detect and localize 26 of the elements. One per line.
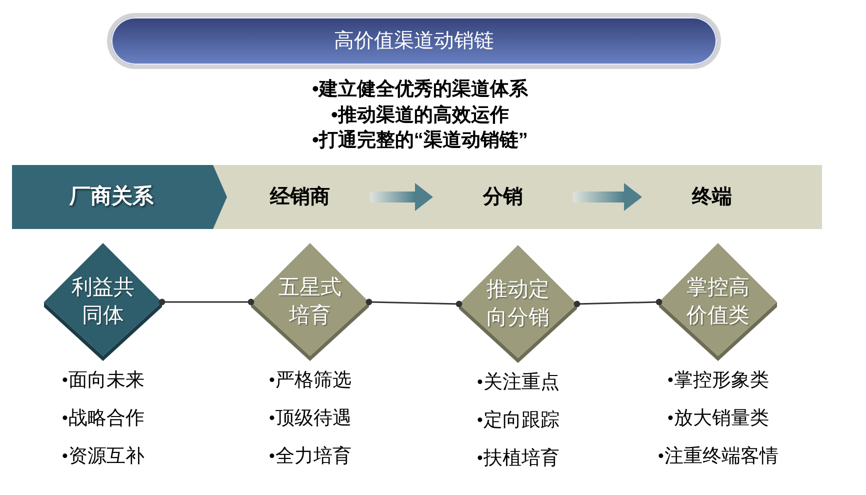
stage-label: 分销	[433, 179, 573, 215]
block-arrow	[573, 183, 642, 211]
bullet-point: •推动渠道的高效运作	[331, 104, 509, 128]
list-item: •放大销量类	[667, 408, 769, 430]
bullet-point: •打通完整的“渠道动销链”	[312, 128, 528, 153]
connector-line	[574, 298, 662, 308]
list-item: •掌控形象类	[667, 370, 769, 392]
list-item: •注重终端客情	[658, 446, 778, 468]
stage-label: 经销商	[230, 179, 370, 215]
title-banner: 高价值渠道动销链	[107, 13, 721, 69]
list-item: •全力培育	[268, 446, 352, 468]
list-item: •顶级待遇	[268, 408, 352, 430]
list-item: •关注重点	[476, 372, 560, 394]
list-item: •面向未来	[62, 370, 144, 392]
list-item: •资源互补	[62, 446, 144, 468]
chevron-tab: 厂商关系	[12, 165, 227, 229]
block-arrow	[370, 183, 433, 211]
list-item: •扶植培育	[476, 448, 560, 470]
list-item: •严格筛选	[268, 370, 352, 392]
stage-label: 终端	[642, 179, 782, 215]
list-item: •战略合作	[62, 408, 144, 430]
connector-line	[366, 298, 462, 308]
connector-line	[158, 298, 254, 306]
bullet-point: •建立健全优秀的渠道体系	[312, 78, 528, 102]
list-item: •定向跟踪	[476, 410, 560, 432]
stage-band	[12, 165, 822, 229]
